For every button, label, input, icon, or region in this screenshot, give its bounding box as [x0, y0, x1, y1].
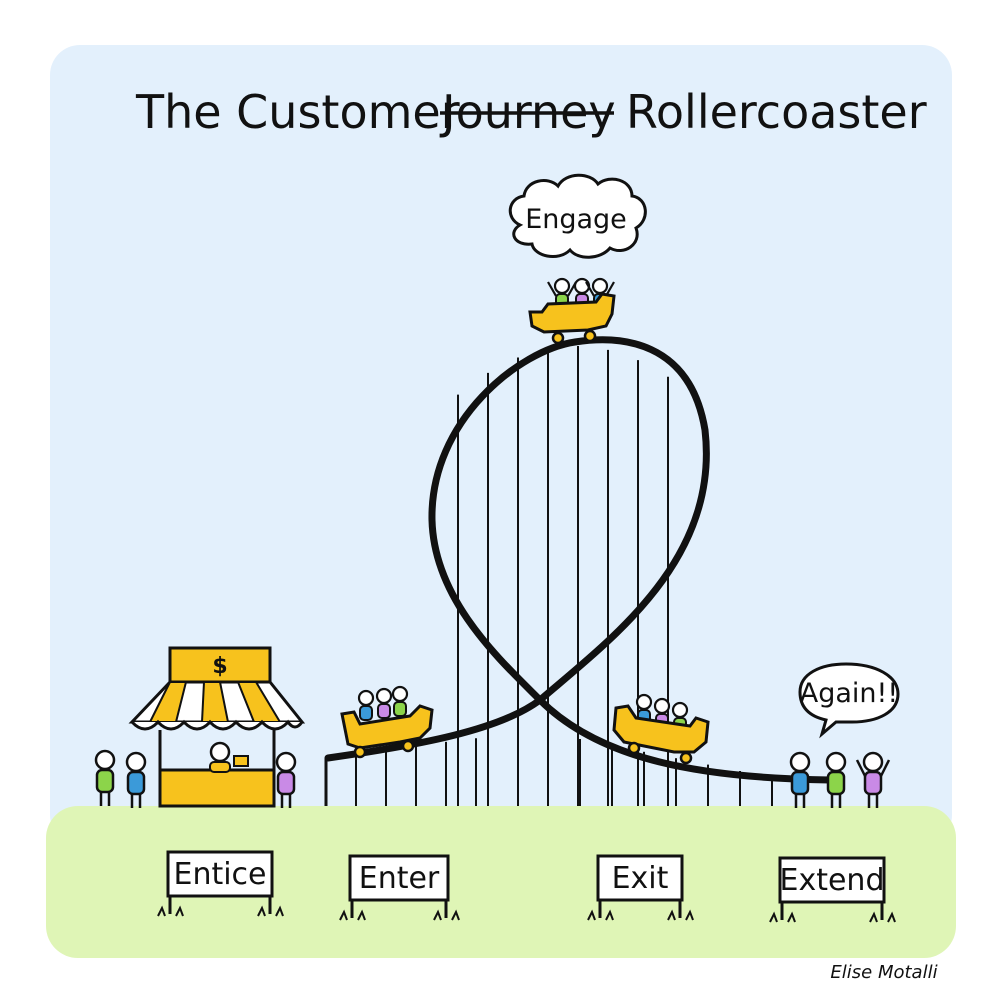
sign-label: Enter	[359, 861, 440, 896]
again-bubble: Again!!	[798, 662, 900, 739]
stage-signs: Entice Enter Exit Extend	[157, 850, 896, 923]
person-figure	[125, 751, 147, 808]
signature: Elise Motalli	[830, 962, 937, 983]
title: The Customer Journey Rollercoaster	[135, 85, 927, 139]
people-figures	[94, 749, 891, 808]
left-car	[340, 685, 434, 759]
person-figure	[855, 751, 891, 808]
left-track-supports	[355, 738, 477, 806]
ticket-booth: $	[128, 646, 306, 808]
sign-label: Extend	[780, 863, 885, 898]
title-text-after: Rollercoaster	[626, 85, 927, 139]
sky-panel	[50, 45, 952, 845]
person-figure	[825, 751, 847, 808]
top-car	[528, 277, 616, 345]
engage-cloud: Engage	[508, 173, 647, 259]
loop-track	[324, 336, 834, 784]
sign-exit: Exit	[587, 854, 694, 921]
person-figure	[789, 751, 811, 808]
sign-label: Exit	[612, 861, 669, 896]
grass-strip	[46, 806, 956, 958]
rider	[357, 689, 375, 721]
rider	[391, 685, 409, 717]
right-car	[612, 693, 710, 765]
title-text-before: The Customer	[135, 85, 460, 139]
sign-enter: Enter	[339, 854, 460, 921]
sign-label: Entice	[173, 857, 266, 892]
loop-supports	[457, 346, 669, 806]
sign-entice: Entice	[157, 850, 284, 917]
person-figure	[94, 749, 116, 806]
engage-label: Engage	[525, 204, 627, 235]
dollar-sign: $	[212, 654, 227, 679]
sign-extend: Extend	[769, 856, 896, 923]
person-figure	[275, 751, 297, 808]
again-label: Again!!	[800, 678, 898, 709]
rider	[375, 687, 393, 719]
